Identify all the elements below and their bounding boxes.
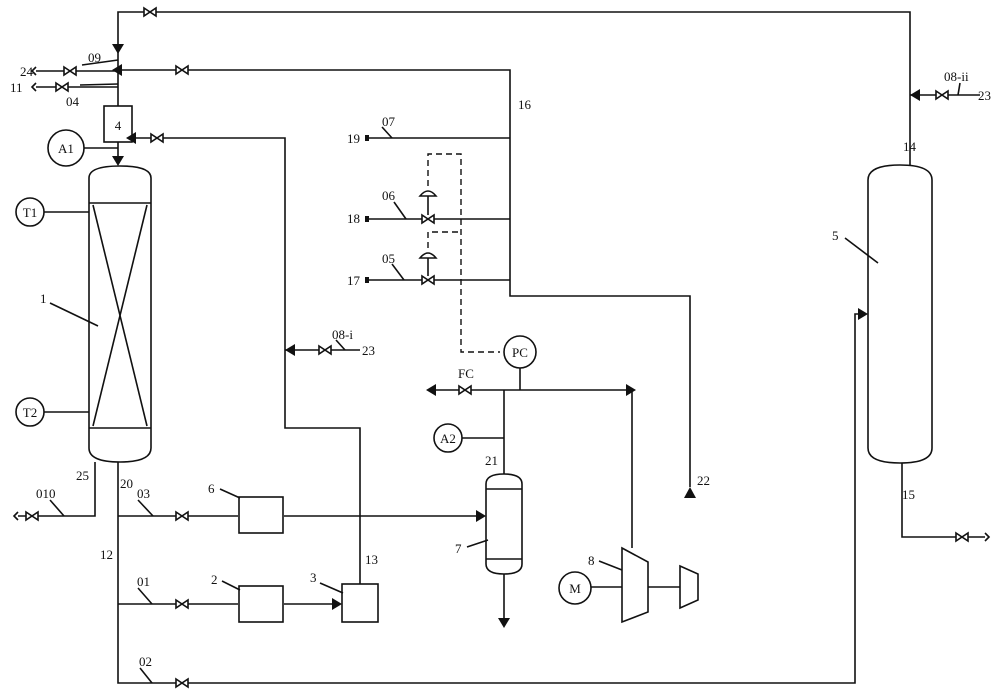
label-21: 21 <box>485 453 498 468</box>
label-06: 06 <box>382 188 396 203</box>
end-cap-010 <box>14 512 18 520</box>
leader-lines <box>50 60 960 683</box>
label-24: 24 <box>20 64 34 79</box>
label-compressor-8: 8 <box>588 553 595 568</box>
valve-05 <box>422 276 434 284</box>
motor-label: M <box>569 581 581 596</box>
valve-06 <box>422 215 434 223</box>
arrow-into-7 <box>476 510 486 522</box>
column-5 <box>868 165 932 463</box>
label-box-4: 4 <box>115 118 122 133</box>
end-cap-15 <box>985 533 989 541</box>
actuator-06 <box>420 191 436 196</box>
top-recycle-pipe <box>118 12 910 165</box>
end-cap-19 <box>365 135 369 141</box>
label-13: 13 <box>365 552 378 567</box>
valve-08ii <box>936 91 948 99</box>
line-16-pipe <box>122 70 690 487</box>
label-box-2: 2 <box>211 572 218 587</box>
valve-15 <box>956 533 968 541</box>
control-signal-06 <box>428 154 500 352</box>
valve-02 <box>176 679 188 687</box>
label-05: 05 <box>382 251 395 266</box>
label-25: 25 <box>76 468 89 483</box>
label-11: 11 <box>10 80 23 95</box>
valve-08i <box>319 346 331 354</box>
compressor-8-stage1 <box>622 548 648 622</box>
label-19: 19 <box>347 131 360 146</box>
arrow-09-down <box>112 44 124 54</box>
instrument-a2-label: A2 <box>440 431 456 446</box>
label-16: 16 <box>518 97 532 112</box>
instrument-a1-label: A1 <box>58 141 74 156</box>
arrow-fc-left <box>426 384 436 396</box>
valve-top-recycle <box>144 8 156 16</box>
label-08i: 08-i <box>332 327 353 342</box>
label-20: 20 <box>120 476 133 491</box>
label-17: 17 <box>347 273 361 288</box>
instrument-pc-label: PC <box>512 345 528 360</box>
label-23-right: 23 <box>978 88 991 103</box>
label-box-3: 3 <box>310 570 317 585</box>
label-18: 18 <box>347 211 360 226</box>
valve-fc <box>459 386 471 394</box>
control-signal-05 <box>428 232 461 248</box>
box-2 <box>239 586 283 622</box>
actuator-05 <box>420 253 436 258</box>
label-column-5: 5 <box>832 228 839 243</box>
label-separator-7: 7 <box>455 541 462 556</box>
arrow-fc-right <box>626 384 636 396</box>
arrow-08i-left <box>285 344 295 356</box>
instrument-fc-label: FC <box>458 366 474 381</box>
label-23-left: 23 <box>362 343 375 358</box>
reactor-1 <box>89 166 151 462</box>
label-07: 07 <box>382 114 396 129</box>
valve-010 <box>26 512 38 520</box>
end-cap-17 <box>365 277 369 283</box>
arrow-16-left <box>112 64 122 76</box>
label-04: 04 <box>66 94 80 109</box>
label-02: 02 <box>139 654 152 669</box>
box-6 <box>239 497 283 533</box>
label-03: 03 <box>137 486 150 501</box>
label-010: 010 <box>36 486 56 501</box>
label-box-6: 6 <box>208 481 215 496</box>
compressor-8-stage2 <box>680 566 698 608</box>
end-cap-11 <box>32 83 36 91</box>
valve-03 <box>176 512 188 520</box>
arrow-4-down <box>112 156 124 166</box>
arrow-7-bottom <box>498 618 510 628</box>
arrow-into-3 <box>332 598 342 610</box>
valve-13 <box>151 134 163 142</box>
arrow-08ii-left <box>910 89 920 101</box>
box-3 <box>342 584 378 622</box>
label-14: 14 <box>903 139 917 154</box>
instrument-t2-label: T2 <box>23 405 37 420</box>
valve-24 <box>64 67 76 75</box>
end-cap-18 <box>365 216 369 222</box>
label-22: 22 <box>697 473 710 488</box>
label-01: 01 <box>137 574 150 589</box>
arrow-into-5 <box>858 308 868 320</box>
label-15: 15 <box>902 487 915 502</box>
valve-01 <box>176 600 188 608</box>
label-08ii: 08-ii <box>944 69 969 84</box>
instrument-t1-label: T1 <box>23 205 37 220</box>
valve-11 <box>56 83 68 91</box>
valve-16 <box>176 66 188 74</box>
label-12: 12 <box>100 547 113 562</box>
arrow-22-up <box>684 487 696 498</box>
label-09: 09 <box>88 50 101 65</box>
label-reactor-1: 1 <box>40 291 47 306</box>
